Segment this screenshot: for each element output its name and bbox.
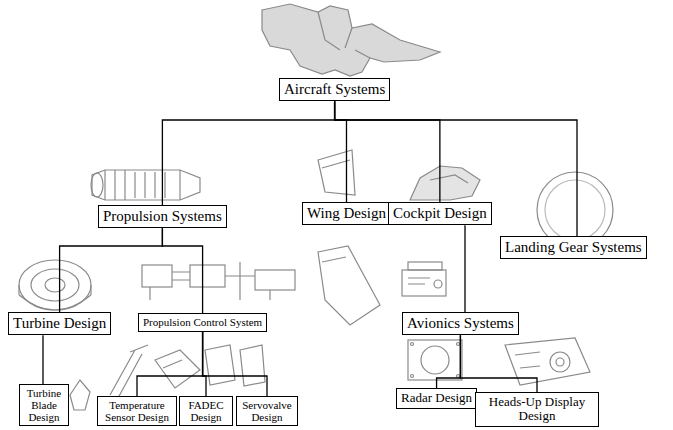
box-label: Servovalve Design: [241, 399, 293, 423]
wing-panel-sketch: [318, 246, 380, 325]
tree-connector: [42, 335, 43, 384]
system-box: Wing Design: [302, 202, 391, 225]
system-box: Propulsion Systems: [98, 205, 227, 228]
system-box: Heads-Up Display Design: [475, 392, 599, 427]
blade-sketch: [70, 380, 90, 410]
servovalve-sketch: [205, 345, 265, 386]
system-box: Cockpit Design: [388, 202, 492, 225]
fadec-sketch: [155, 350, 200, 388]
engine-sketch: [91, 170, 200, 200]
box-label: Avionics Systems: [407, 315, 514, 332]
aircraft-sketch: [262, 4, 440, 76]
wing-sketch: [318, 150, 355, 195]
tree-connector: [60, 228, 163, 312]
box-label: Wing Design: [307, 205, 386, 222]
box-label: Propulsion Systems: [103, 208, 222, 225]
box-label: Temperature Sensor Design: [102, 399, 172, 423]
turbine-sketch: [19, 260, 91, 310]
box-label: Landing Gear Systems: [505, 239, 642, 256]
system-box: Servovalve Design: [236, 396, 298, 426]
box-label: FADEC Design: [184, 399, 228, 423]
system-box: Propulsion Control System: [138, 313, 267, 332]
control-block-sketch: [142, 262, 295, 300]
box-label: Turbine Blade Design: [24, 387, 64, 423]
sensor-sketch: [110, 345, 148, 398]
system-box: Avionics Systems: [402, 312, 519, 335]
box-label: Cockpit Design: [393, 205, 487, 222]
tree-connector: [335, 101, 347, 202]
tree-connector: [137, 332, 203, 396]
tree-connector: [437, 335, 461, 388]
cockpit-sketch: [410, 166, 480, 200]
tree-connector: [203, 332, 267, 396]
aircraft-detail: [318, 12, 370, 58]
box-label: Aircraft Systems: [284, 81, 385, 98]
avionics-sketch: [402, 262, 446, 296]
system-box: Turbine Blade Design: [19, 384, 69, 426]
box-label: Radar Design: [401, 391, 472, 406]
box-label: Propulsion Control System: [143, 316, 262, 329]
radar-sketch: [408, 340, 462, 380]
system-box: Turbine Design: [8, 312, 111, 335]
tree-connector: [460, 335, 537, 392]
box-label: Heads-Up Display Design: [480, 395, 594, 424]
system-box: Aircraft Systems: [279, 78, 390, 101]
tree-connector: [335, 101, 440, 202]
tree-connector: [464, 225, 465, 312]
box-label: Turbine Design: [13, 315, 106, 332]
system-box: FADEC Design: [179, 396, 233, 426]
system-box: Temperature Sensor Design: [97, 396, 177, 426]
tree-connector: [162, 101, 334, 205]
tree-connector: [162, 228, 202, 313]
system-box: Landing Gear Systems: [500, 236, 647, 259]
system-box: Radar Design: [396, 388, 477, 409]
